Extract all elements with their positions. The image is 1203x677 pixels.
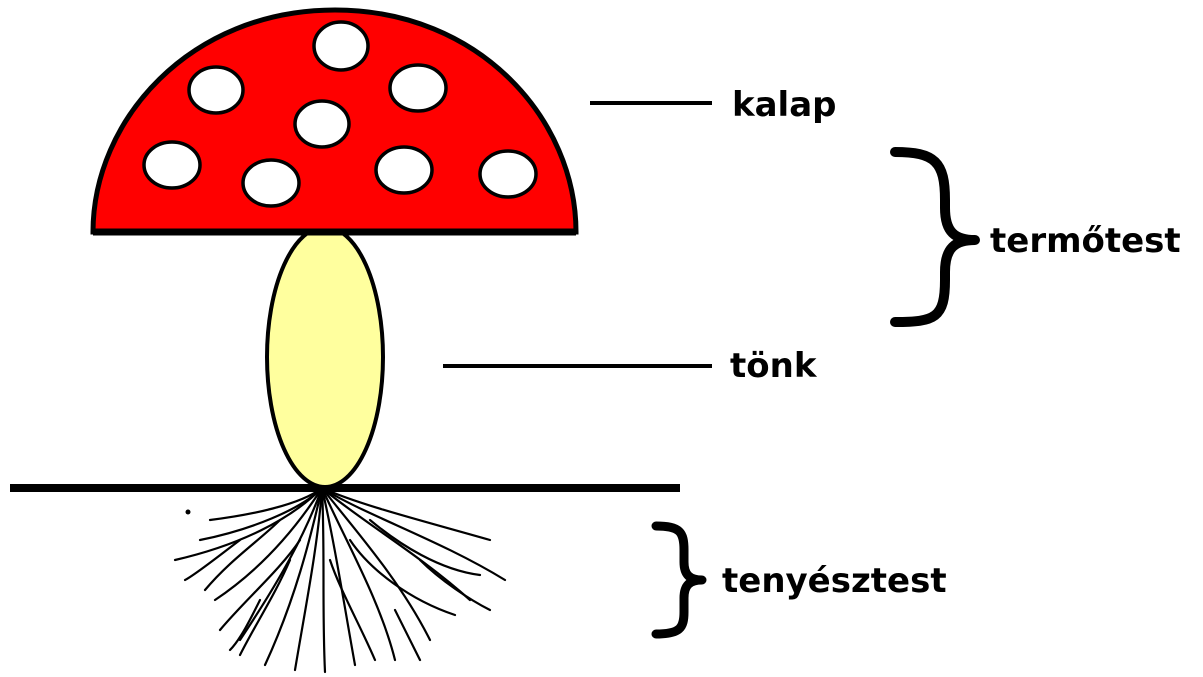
mycelium-brace	[656, 526, 702, 634]
cap-spot	[480, 151, 536, 197]
mycelium-roots	[175, 488, 505, 672]
cap-spot	[243, 160, 299, 206]
root-dot	[186, 510, 191, 515]
fruiting-body-brace	[895, 152, 975, 322]
cap-spot	[376, 147, 432, 193]
mycelium-label: tenyésztest	[722, 561, 947, 601]
cap-spot	[314, 22, 368, 70]
cap-spot	[189, 67, 243, 113]
cap-spot	[295, 101, 349, 147]
stem-label: tönk	[730, 346, 818, 386]
cap-label: kalap	[732, 85, 837, 125]
cap-spot	[144, 142, 200, 188]
fruiting-body-label: termőtest	[990, 221, 1181, 261]
cap-spot	[390, 65, 446, 111]
stem	[267, 227, 383, 487]
